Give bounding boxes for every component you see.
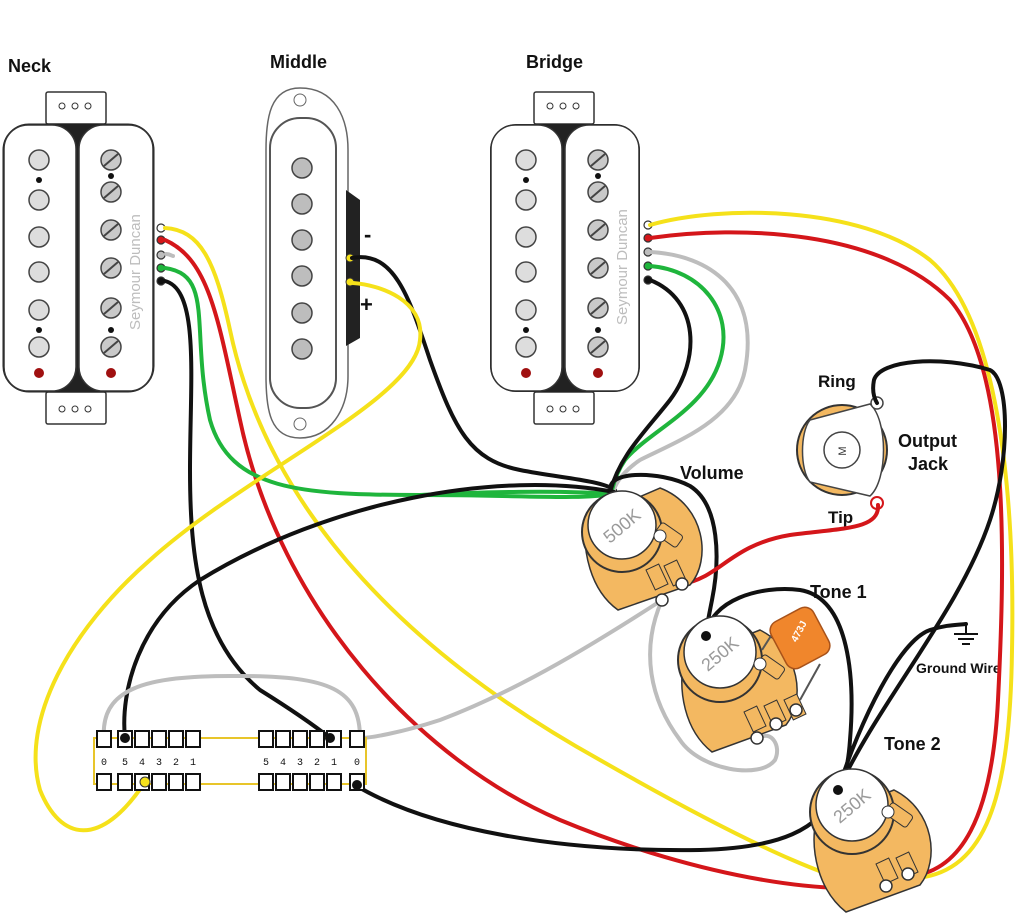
capacitor: 473J [761,606,831,701]
neck-label: Neck [8,56,52,76]
switch-pin-label: 1 [331,758,337,769]
jack-label-line1: Output [898,431,957,451]
tone2-pot: 250K [809,768,932,913]
switch-pin-label: 0 [354,758,360,769]
bridge-label: Bridge [526,52,583,72]
neck-brand: Seymour Duncan [127,214,144,330]
switch-pin-label: 1 [190,758,196,769]
switch-pin-label: 3 [156,758,162,769]
volume-label: Volume [680,463,744,483]
switch-pin-label: 5 [122,758,128,769]
tone1-pot: 250K [677,615,807,753]
neck-humbucker: Seymour Duncan [2,91,166,425]
switch-pin-label: 2 [314,758,320,769]
five-way-switch: 0 5 4 3 2 1 5 4 3 2 1 0 [93,730,367,791]
switch-pin-label: 2 [173,758,179,769]
middle-minus-label: - [364,222,371,247]
switch-pin-label: 5 [263,758,269,769]
switch-bottom-row [96,773,365,791]
middle-plus-label: + [360,292,373,317]
ground-wire-label: Ground Wire [916,660,1001,676]
jack-center-mark: M [837,446,849,455]
switch-pin-label: 4 [280,758,286,769]
switch-pin-label: 4 [139,758,145,769]
wires [33,210,1015,891]
volume-pot: 500K [581,487,703,611]
switch-pin-label: 0 [101,758,107,769]
middle-label: Middle [270,52,327,72]
bridge-brand: Seymour Duncan [614,209,631,325]
jack-tip-label: Tip [828,508,853,527]
middle-single-coil [265,87,360,439]
output-jack: M [796,396,888,510]
tone2-label: Tone 2 [884,734,941,754]
jack-label-line2: Jack [908,454,949,474]
bridge-humbucker: Seymour Duncan [490,91,653,425]
tone1-label: Tone 1 [810,582,867,602]
jack-ring-label: Ring [818,372,856,391]
ground-icon [954,624,978,645]
switch-pin-label: 3 [297,758,303,769]
